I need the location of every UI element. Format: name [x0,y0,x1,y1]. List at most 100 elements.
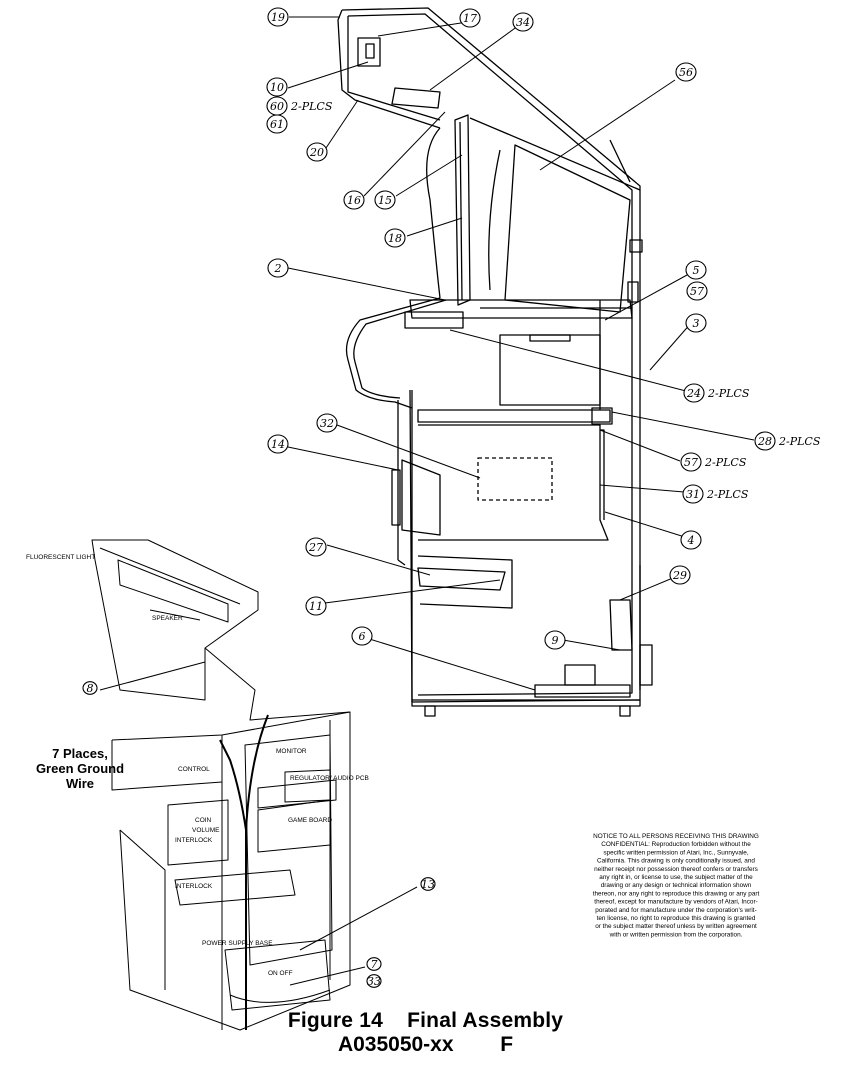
notice-line: neither receipt nor possession thereof c… [594,866,758,873]
callout-number: 31 [686,488,700,501]
callout-number: 14 [271,438,285,451]
notice-line: drawing or any design or technical infor… [601,882,752,889]
callout-number: 5 [693,264,700,277]
detail-leaders [99,661,418,986]
callout-leaders [287,16,755,691]
callout-note: 2-PLCS [704,456,747,469]
callout-c57b: 57 2-PLCS [680,452,747,472]
callout-c13: 13 [420,877,436,891]
callout-c2: 2 [267,258,289,278]
callout-number: 33 [367,975,381,988]
callout-number: 57 [684,456,698,469]
callout-number: 57 [690,285,704,298]
callout-c11: 11 [305,596,327,616]
callout-circle [266,114,288,134]
callout-number: 24 [686,387,701,400]
control-label: CONTROL [178,766,210,773]
callout-number: 28 [757,435,772,448]
callout-c27: 27 [305,537,327,557]
callout-circle [685,313,707,333]
callout-number: 8 [87,682,94,695]
callout-number: 56 [679,66,693,79]
callout-c56: 56 [675,62,697,82]
callout-c14: 14 [267,434,289,454]
notice-line: or the subject matter thereof unless by … [595,923,757,930]
confidentiality-notice: NOTICE TO ALL PERSONS RECEIVING THIS DRA… [593,833,760,938]
ground-wire-line1: 7 Places, [52,746,108,761]
callout-number: 15 [378,194,392,207]
callout-number: 4 [687,534,695,547]
callout-circle [680,530,702,550]
callout-circle [266,77,288,97]
callout-number: 60 [270,100,284,113]
callout-c32: 32 [316,413,338,433]
game-board-label: GAME BOARD [288,817,332,824]
regulator-audio-label: REGULATOR/ AUDIO PCB [290,775,369,782]
ground-wire-label: 7 Places, Green Ground Wire [30,746,130,791]
callout-circle [316,413,338,433]
ground-wire [219,714,269,1030]
callout-number: 11 [309,600,323,613]
notice-line: ten license, no right to reproduce this … [597,915,756,922]
callout-circle [374,190,396,210]
callout-number: 61 [270,118,284,131]
callout-number: 17 [463,12,477,25]
ground-wire-line2: Green Ground [35,761,125,776]
fluorescent-light-label: FLUORESCENT LIGHT [26,554,95,561]
interlock-lower-label: INTERLOCK [175,883,213,890]
callout-number: 19 [271,11,285,24]
callout-note: 2-PLCS [706,488,749,501]
callout-c60: 60 2-PLCS [266,96,333,116]
callout-circle [366,957,382,971]
callout-c16: 16 [343,190,365,210]
callout-circle [682,484,704,504]
callout-number: 9 [552,634,559,647]
callout-c3: 3 [685,313,707,333]
callout-circle [512,12,534,32]
callout-number: 3 [693,317,700,330]
callout-circle [675,62,697,82]
callout-circle [366,974,382,988]
callout-c9: 9 [544,630,566,650]
volume-label: VOLUME [192,827,220,834]
cabinet-side-view [337,7,653,717]
callout-circle [267,434,289,454]
callout-c18: 18 [384,228,406,248]
callout-number: 34 [516,16,530,29]
notice-line: California. This drawing is only conditi… [597,858,755,865]
callout-number: 16 [347,194,361,207]
callout-circle [459,8,481,28]
callout-number: 18 [388,232,402,245]
callout-c34: 34 [512,12,534,32]
callout-c5: 5 [685,260,707,280]
callout-number: 2 [274,262,282,275]
callout-c8: 8 [82,681,98,695]
notice-line: with or written permission from the corp… [609,931,743,938]
callout-circle [384,228,406,248]
callout-c7: 7 [366,957,382,971]
monitor-label: MONITOR [276,748,307,755]
callout-c20: 20 [306,142,328,162]
callout-number: 32 [320,417,334,430]
callout-circle [420,877,436,891]
callout-circle [544,630,566,650]
callout-number: 20 [309,146,324,159]
callout-circle [305,596,327,616]
notice-line: NOTICE TO ALL PERSONS RECEIVING THIS DRA… [593,833,759,840]
callout-c29: 29 [669,565,691,585]
notice-line: specific written permission of Atari, In… [603,849,748,856]
callout-c15: 15 [374,190,396,210]
callout-c61: 61 [266,114,288,134]
callout-circle [305,537,327,557]
callout-note: 2-PLCS [290,100,333,113]
callout-number: 29 [672,569,687,582]
callout-c24: 24 2-PLCS [683,383,750,403]
callout-circle [680,452,702,472]
callout-note: 2-PLCS [707,387,750,400]
callout-c10: 10 [266,77,288,97]
callout-c17: 17 [459,8,481,28]
callout-c57a: 57 [686,281,708,301]
